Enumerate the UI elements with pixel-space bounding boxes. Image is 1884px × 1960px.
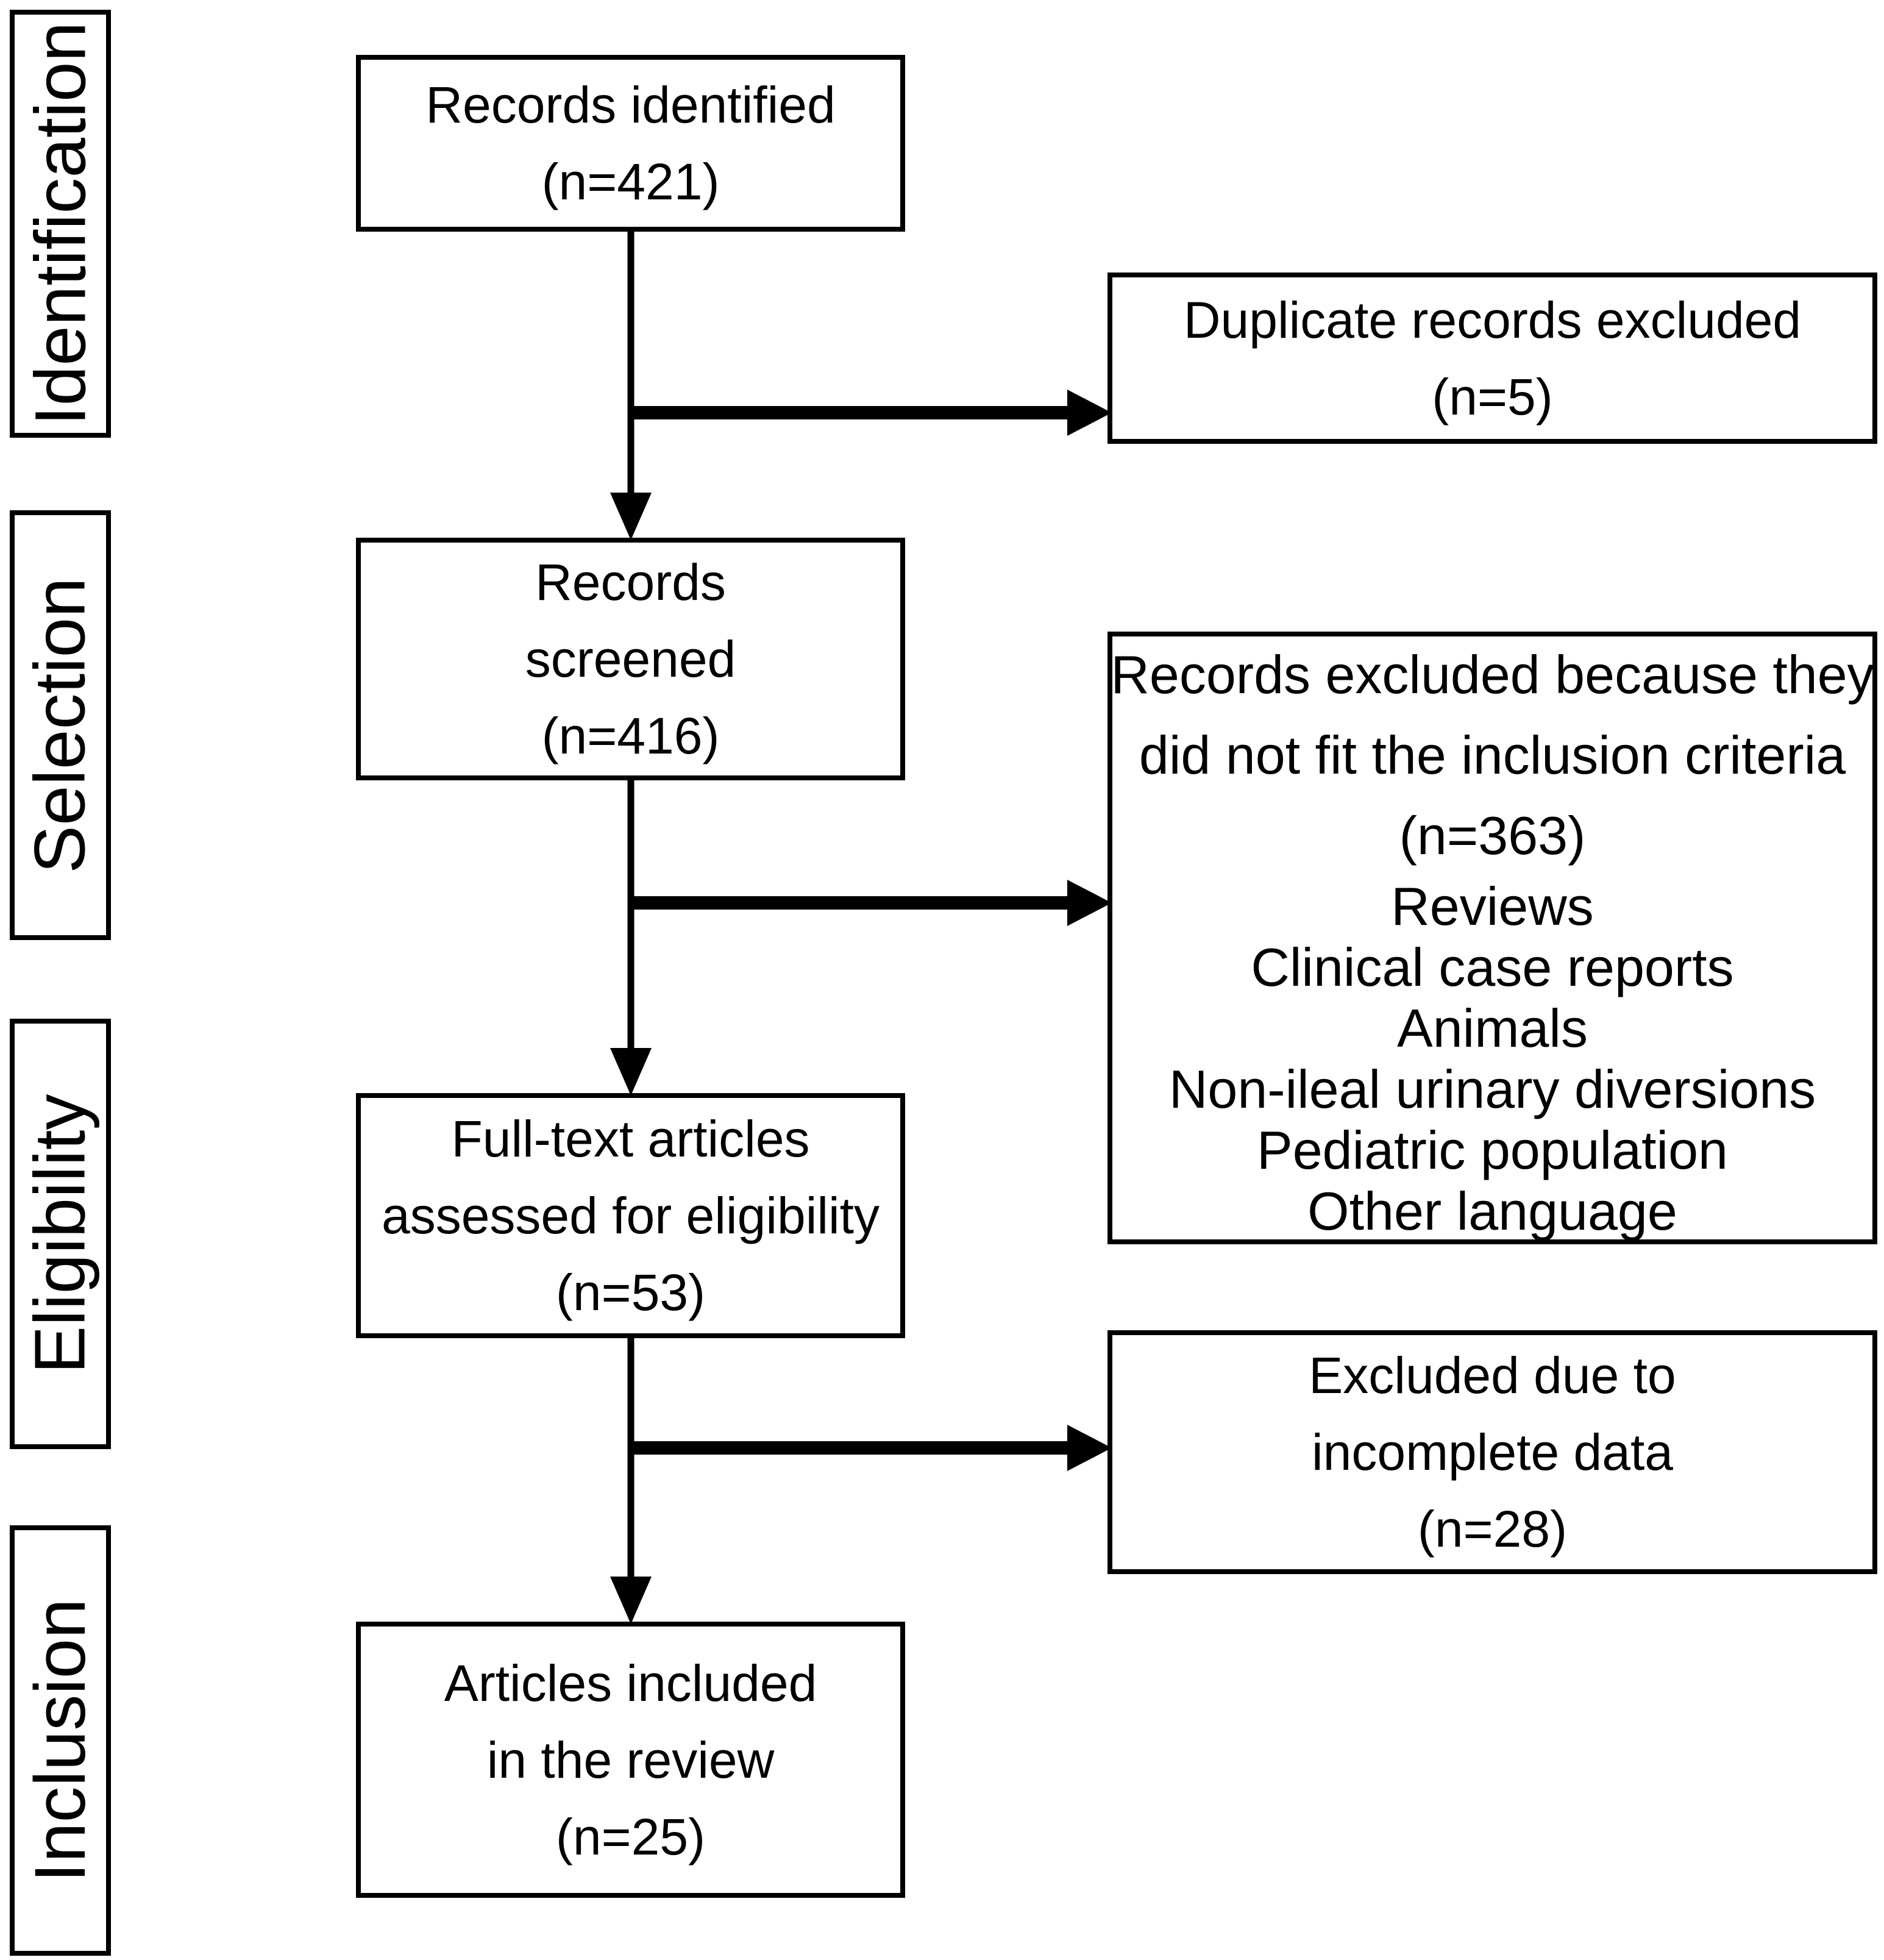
exclusion-reason: Non-ileal urinary diversions — [1168, 1058, 1816, 1119]
exclusion-criteria-header: Records excluded because they did not fi… — [1111, 635, 1874, 876]
exclusion-reason: Reviews — [1391, 875, 1594, 936]
box-line: Records — [535, 554, 726, 611]
flow-box-records-identified: Records identified (n=421) — [356, 55, 905, 232]
box-count: (n=53) — [555, 1264, 706, 1321]
stage-label-eligibility: Eligibility — [10, 1019, 111, 1449]
box-count: (n=363) — [1399, 805, 1586, 866]
flow-box-articles-included: Articles included in the review (n=25) — [356, 1622, 905, 1898]
box-line: in the review — [486, 1731, 775, 1789]
flow-box-fulltext-assessed: Full-text articles assessed for eligibil… — [356, 1093, 905, 1338]
box-line: Duplicate records excluded — [1183, 291, 1802, 349]
connector-arrowhead — [1067, 1425, 1112, 1471]
box-count: (n=421) — [541, 153, 720, 210]
box-count: (n=416) — [541, 707, 720, 764]
exclusion-box-incomplete-data: Excluded due to incomplete data (n=28) — [1107, 1330, 1877, 1574]
stage-label-selection: Selection — [10, 510, 111, 940]
connector-to-criteria-excluded — [631, 880, 1112, 926]
box-line: Articles included — [444, 1654, 817, 1712]
connector-arrowhead — [610, 1577, 652, 1624]
box-count: (n=5) — [1432, 368, 1553, 426]
connector-arrowhead — [1067, 390, 1112, 436]
box-line: incomplete data — [1311, 1424, 1674, 1481]
exclusion-reason: Clinical case reports — [1251, 936, 1734, 997]
connector-arrowhead — [610, 1048, 652, 1096]
box-line: Records excluded because they — [1111, 644, 1874, 705]
connector-to-duplicates-excluded — [631, 390, 1112, 436]
exclusion-box-duplicates: Duplicate records excluded (n=5) — [1107, 273, 1877, 444]
connector-screened-to-fulltext — [610, 779, 652, 1096]
connector-arrowhead — [1067, 880, 1112, 926]
connector-identified-to-screened — [610, 229, 652, 540]
connector-fulltext-to-included — [610, 1337, 652, 1624]
box-line: Excluded due to — [1309, 1347, 1676, 1404]
exclusion-criteria-list: Reviews Clinical case reports Animals No… — [1169, 876, 1816, 1242]
box-line: Full-text articles — [451, 1110, 810, 1167]
stage-label-inclusion: Inclusion — [10, 1525, 111, 1956]
box-line: did not fit the inclusion criteria — [1139, 724, 1846, 785]
box-count: (n=28) — [1417, 1500, 1568, 1558]
stage-label-text: Identification — [20, 21, 101, 426]
box-line: screened — [525, 630, 736, 688]
connector-arrowhead — [610, 493, 652, 540]
flow-box-records-screened: Records screened (n=416) — [356, 538, 905, 780]
stage-label-text: Eligibility — [20, 1094, 101, 1374]
stage-label-identification: Identification — [10, 10, 111, 438]
exclusion-reason: Other language — [1307, 1180, 1677, 1241]
stage-label-text: Selection — [20, 577, 101, 874]
exclusion-box-criteria: Records excluded because they did not fi… — [1107, 632, 1877, 1244]
box-line: assessed for eligibility — [381, 1187, 880, 1244]
connector-to-incomplete-excluded — [631, 1425, 1112, 1471]
exclusion-reason: Animals — [1397, 997, 1588, 1058]
exclusion-reason: Pediatric population — [1257, 1119, 1728, 1180]
stage-label-text: Inclusion — [20, 1598, 101, 1883]
box-line: Records identified — [425, 76, 836, 134]
box-count: (n=25) — [555, 1808, 706, 1866]
